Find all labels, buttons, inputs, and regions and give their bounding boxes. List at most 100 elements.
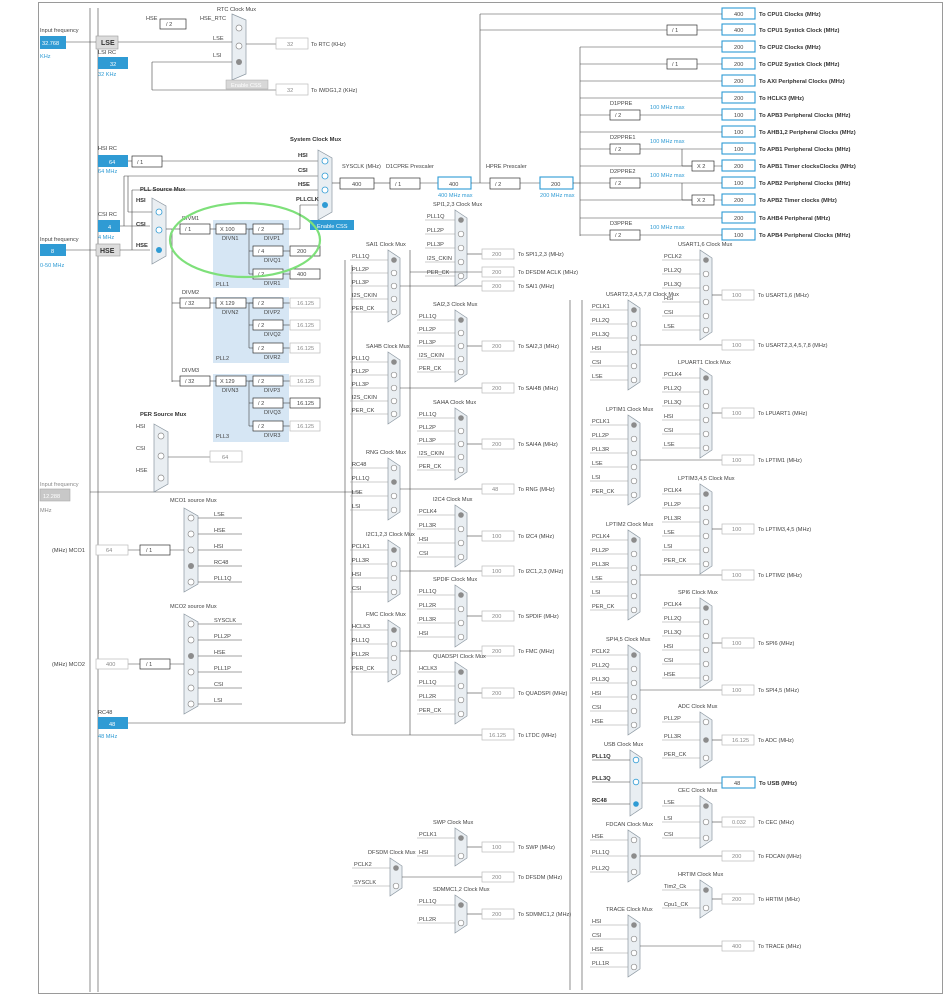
i2c1-2-3-clock-mux-input-pclk1[interactable]: [391, 547, 397, 553]
i2c4-clock-mux[interactable]: [454, 504, 468, 568]
mco2-input-pll1p[interactable]: [187, 668, 195, 676]
lptim2-clock-mux-input-pll2p[interactable]: [630, 550, 638, 558]
usart1-6-clock-mux-input-csi[interactable]: [702, 312, 710, 320]
adc-clock-mux-input-per-ck[interactable]: [702, 754, 710, 762]
mco2-input-hse[interactable]: [188, 653, 194, 659]
rtc-hse-divider[interactable]: [159, 18, 187, 30]
mco1-input-hsi[interactable]: [187, 546, 195, 554]
system-clock-mux[interactable]: [317, 149, 333, 221]
hpre-divider-select[interactable]: [489, 177, 521, 190]
sdmmc1-2-clock-mux-input-pll1q[interactable]: [458, 902, 464, 908]
sai4b-clock-mux-input-pll1q[interactable]: [391, 359, 397, 365]
sai4b-clock-mux-input-i2s-ckin[interactable]: [390, 397, 398, 405]
mco2-input-pll2p[interactable]: [187, 636, 195, 644]
lptim3-4-5-clock-mux-input-per-ck[interactable]: [702, 560, 710, 568]
spi6-clock-mux-input-hse[interactable]: [702, 674, 710, 682]
lpuart1-clock-mux-input-pclk4[interactable]: [703, 375, 709, 381]
cec-clock-mux-input-csi[interactable]: [702, 834, 710, 842]
rtc-mux-input-hse[interactable]: [235, 24, 243, 32]
spi6-clock-mux-input-pclk4[interactable]: [703, 605, 709, 611]
lpuart1-clock-mux-input-lse[interactable]: [702, 444, 710, 452]
sai1-clock-mux-input-pll3p[interactable]: [390, 282, 398, 290]
lptim1-clock-mux-input-lse[interactable]: [630, 463, 638, 471]
sysmux-input-hse[interactable]: [321, 186, 329, 194]
i2c1-2-3-clock-mux-input-pll3r[interactable]: [390, 560, 398, 568]
lpuart1-clock-mux-input-csi[interactable]: [702, 430, 710, 438]
d1cpre-divider-select[interactable]: [389, 177, 421, 190]
lptim2-clock-mux-input-lse[interactable]: [630, 578, 638, 586]
i2c1-2-3-clock-mux[interactable]: [387, 539, 401, 603]
spi4-5-clock-mux-input-hse[interactable]: [630, 721, 638, 729]
ext-frequency-field[interactable]: [39, 488, 71, 502]
lpuart1-clock-mux[interactable]: [699, 367, 713, 459]
swp-clock-mux-input-pclk1[interactable]: [458, 835, 464, 841]
usart1-6-clock-mux-input-hsi[interactable]: [702, 298, 710, 306]
mco2-input-lsi[interactable]: [187, 700, 195, 708]
lptim1-clock-mux-input-pll3r[interactable]: [630, 449, 638, 457]
i2c4-clock-mux-input-pll3r[interactable]: [457, 525, 465, 533]
hse-frequency-field[interactable]: [40, 244, 66, 256]
usart2-3-4-5-7-8-clock-mux-input-pclk1[interactable]: [631, 307, 637, 313]
usart1-6-clock-mux[interactable]: [699, 249, 713, 341]
trace-clock-mux-input-csi[interactable]: [630, 935, 638, 943]
fmc-clock-mux-input-pll2r[interactable]: [390, 654, 398, 662]
sysmux-input-pllclk[interactable]: [322, 202, 328, 208]
sai4a-clock-mux-input-pll2p[interactable]: [457, 427, 465, 435]
spi6-clock-mux-input-hsi[interactable]: [702, 646, 710, 654]
pllsrc-input-hsi[interactable]: [155, 208, 163, 216]
sysmux-input-hsi[interactable]: [321, 157, 329, 165]
spi1-2-3-clock-mux-input-pll3p[interactable]: [457, 244, 465, 252]
sai4a-clock-mux-input-i2s-ckin[interactable]: [457, 453, 465, 461]
usart1-6-clock-mux-input-lse[interactable]: [702, 326, 710, 334]
sai2-3-clock-mux-input-pll3p[interactable]: [457, 342, 465, 350]
lptim1-clock-mux-input-lsi[interactable]: [630, 477, 638, 485]
spdif-clock-mux-input-pll2r[interactable]: [457, 605, 465, 613]
spi1-2-3-clock-mux-input-i2s-ckin[interactable]: [457, 258, 465, 266]
usb-clock-mux-input-pll3q[interactable]: [632, 778, 640, 786]
rng-clock-mux-input-rc48[interactable]: [390, 464, 398, 472]
mco2-input-sysclk[interactable]: [187, 620, 195, 628]
lptim2-clock-mux-input-pclk4[interactable]: [631, 537, 637, 543]
lptim3-4-5-clock-mux-input-pll2p[interactable]: [702, 504, 710, 512]
cec-clock-mux-input-lse[interactable]: [703, 803, 709, 809]
spi4-5-clock-mux[interactable]: [627, 644, 641, 736]
lptim1-clock-mux[interactable]: [627, 414, 641, 506]
lptim3-4-5-clock-mux-input-lsi[interactable]: [702, 546, 710, 554]
spdif-clock-mux-input-pll3r[interactable]: [457, 619, 465, 627]
mco2-divider-select[interactable]: [139, 658, 171, 670]
mco1-input-lse[interactable]: [187, 514, 195, 522]
prescaler-d3ppre-select[interactable]: [609, 229, 641, 241]
quadspi-clock-mux-input-per-ck[interactable]: [457, 710, 465, 718]
sdmmc1-2-clock-mux[interactable]: [454, 894, 468, 934]
spi6-clock-mux-input-pll2q[interactable]: [702, 618, 710, 626]
lptim1-clock-mux-input-pclk1[interactable]: [631, 422, 637, 428]
usart1-6-clock-mux-input-pll3q[interactable]: [702, 284, 710, 292]
sai2-3-clock-mux-input-pll2p[interactable]: [457, 329, 465, 337]
fdcan-clock-mux-input-hse[interactable]: [630, 836, 638, 844]
i2c4-clock-mux-input-csi[interactable]: [457, 553, 465, 561]
lptim2-clock-mux-input-pll3r[interactable]: [630, 564, 638, 572]
spdif-clock-mux-input-hsi[interactable]: [457, 633, 465, 641]
lptim3-4-5-clock-mux-input-pll3r[interactable]: [702, 518, 710, 526]
trace-clock-mux-input-hse[interactable]: [630, 949, 638, 957]
hsi-divider-select[interactable]: [131, 155, 163, 168]
i2c4-clock-mux-input-pclk4[interactable]: [458, 512, 464, 518]
pllsrc-input-csi[interactable]: [155, 226, 163, 234]
mco1-input-hse[interactable]: [187, 530, 195, 538]
usart2-3-4-5-7-8-clock-mux-input-lse[interactable]: [630, 376, 638, 384]
rtc-mux-input-lse[interactable]: [235, 42, 243, 50]
lpuart1-clock-mux-input-pll3q[interactable]: [702, 402, 710, 410]
prescaler-d2ppre1-select[interactable]: [609, 143, 641, 155]
spi6-clock-mux-input-csi[interactable]: [702, 660, 710, 668]
cec-clock-mux-input-lsi[interactable]: [702, 818, 710, 826]
usart2-3-4-5-7-8-clock-mux-input-pll2q[interactable]: [630, 320, 638, 328]
prescaler-d2ppre2-select[interactable]: [609, 177, 641, 189]
per-input-csi[interactable]: [157, 452, 165, 460]
rng-clock-mux-input-lsi[interactable]: [390, 506, 398, 514]
spdif-clock-mux-input-pll1q[interactable]: [458, 592, 464, 598]
lptim2-clock-mux[interactable]: [627, 529, 641, 621]
sai1-clock-mux-input-pll1q[interactable]: [391, 257, 397, 263]
swp-clock-mux[interactable]: [454, 827, 468, 867]
hrtim-clock-mux-input-tim2-ck[interactable]: [703, 887, 709, 893]
fdcan-clock-mux-input-pll1q[interactable]: [631, 853, 637, 859]
